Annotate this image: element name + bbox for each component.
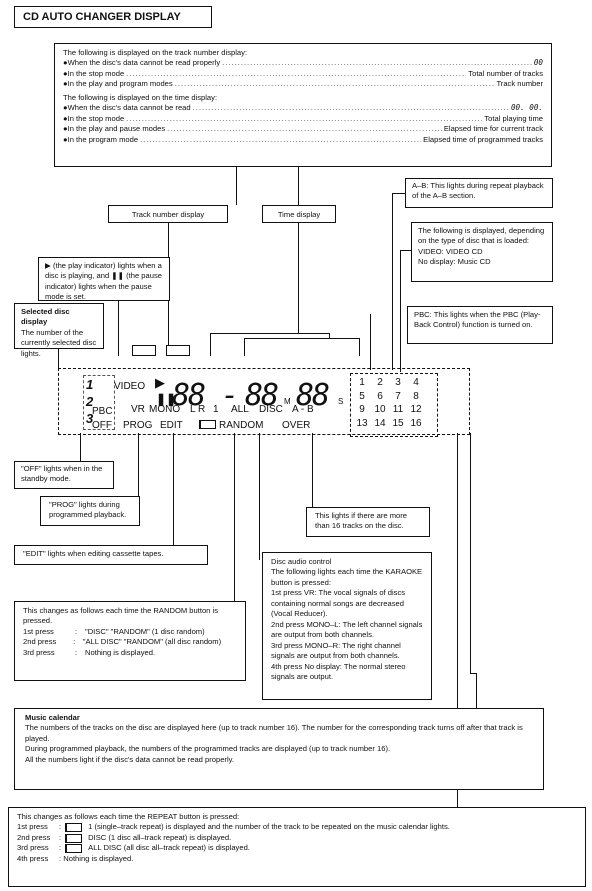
- off-info-box: "OFF" lights when in the standby mode.: [14, 461, 114, 489]
- bullet-icon: ●: [63, 103, 68, 113]
- time-display-intro: The following is displayed on the time d…: [63, 92, 218, 102]
- lcd-edit: EDIT: [160, 420, 183, 431]
- karaoke-box: Disc audio control The following lights …: [262, 552, 432, 700]
- disc-3-icon: 3: [86, 411, 94, 426]
- lcd-prog: PROG: [123, 420, 153, 431]
- lcd-vr: VR: [131, 404, 145, 415]
- lcd-min-digits: 88: [245, 378, 279, 413]
- time-row: ● In the program modeElapsed time of pro…: [63, 135, 543, 145]
- repeat-row: 4th press: Nothing is displayed.: [17, 853, 134, 863]
- lcd-video: VIDEO: [114, 381, 146, 392]
- track-display-intro: The following is displayed on the track …: [63, 48, 248, 57]
- connector-line: [138, 433, 139, 498]
- play-indicator-box: ▶ (the play indicator) lights when a dis…: [38, 257, 170, 301]
- lcd-1: 1: [213, 404, 219, 415]
- bullet-icon: ●: [63, 58, 68, 68]
- time-row: ● In the stop modeTotal playing time: [63, 114, 543, 124]
- connector-line: [118, 301, 119, 356]
- disc-1-icon: 1: [86, 377, 94, 392]
- bullet-icon: ●: [63, 113, 68, 123]
- lcd-all: ALL: [231, 404, 249, 415]
- connector-line: [173, 433, 174, 545]
- time-row: ● In the play and pause modesElapsed tim…: [63, 124, 543, 134]
- connector-line: [400, 250, 411, 251]
- random-box: This changes as follows each time the RA…: [14, 601, 246, 681]
- lcd-tab: [132, 345, 156, 356]
- track-number-display-label: Track number display: [108, 205, 228, 223]
- connector-line: [400, 250, 401, 372]
- connector-line: [470, 673, 476, 674]
- lcd-off: OFF: [92, 420, 112, 431]
- connector-line: [392, 193, 405, 194]
- play-icon: ▶: [155, 375, 165, 390]
- repeat-box: This changes as follows each time the RE…: [8, 807, 586, 887]
- connector-line: [80, 433, 81, 461]
- time-row: ● When the disc's data cannot be read00.…: [63, 103, 543, 113]
- bullet-icon: ●: [63, 68, 68, 78]
- lcd-min-unit: M: [284, 397, 291, 406]
- page-title: CD AUTO CHANGER DISPLAY: [14, 6, 212, 28]
- connector-line: [298, 167, 299, 205]
- repeat-row: 2nd press:DISC (1 disc all–track repeat)…: [17, 832, 232, 843]
- repeat-icon: [65, 823, 83, 833]
- lcd-disc: DISC: [259, 404, 283, 415]
- lcd-over: OVER: [282, 420, 311, 431]
- edit-info-box: "EDIT" lights when editing cassette tape…: [14, 545, 208, 565]
- connector-line: [58, 349, 59, 369]
- lcd-panel: [58, 368, 470, 435]
- ab-info-box: A–B: This lights during repeat playback …: [405, 178, 553, 208]
- connector-line: [312, 433, 313, 507]
- track-row: ● In the play and program modesTrack num…: [63, 79, 543, 89]
- repeat-row: 3rd press:ALL DISC (all disc all–track r…: [17, 843, 250, 854]
- bullet-icon: ●: [63, 134, 68, 144]
- lcd-lr: L R: [190, 404, 206, 415]
- disc-icons-area: [83, 375, 115, 430]
- disc-type-box: The following is displayed, depending on…: [411, 222, 553, 282]
- over-info-box: This lights if there are more than 16 tr…: [306, 507, 430, 537]
- disc-2-icon: 2: [86, 394, 94, 409]
- connector-line: [470, 433, 471, 673]
- lcd-mono: MONO: [149, 404, 181, 415]
- connector-line: [236, 167, 237, 205]
- lcd-random: RANDOM: [219, 420, 264, 431]
- lcd-sec-digits: 88: [296, 378, 330, 413]
- connector-line: [457, 433, 458, 807]
- track-row: ● When the disc's data cannot be read pr…: [63, 58, 543, 68]
- time-display-label: Time display: [262, 205, 336, 223]
- connector-line: [234, 433, 235, 601]
- bullet-icon: ●: [63, 124, 68, 134]
- lcd-dash: -: [221, 378, 240, 413]
- repeat-icon: [199, 420, 216, 429]
- lcd-track-digits: 88: [172, 378, 206, 413]
- track-row: ● In the stop modeTotal number of tracks: [63, 69, 543, 79]
- repeat-icon: [65, 844, 83, 854]
- lcd-tab: [244, 338, 360, 356]
- selected-disc-box: Selected disc display The number of the …: [14, 303, 104, 358]
- bullet-icon: ●: [63, 79, 68, 89]
- lcd-ab: A - B: [292, 404, 314, 415]
- lcd-pbc: PBC: [92, 406, 113, 417]
- connector-line: [392, 193, 393, 370]
- repeat-row: 1st press:1 (single–track repeat) is dis…: [17, 822, 450, 833]
- connector-line: [298, 223, 299, 333]
- repeat-icon: [65, 833, 83, 843]
- connector-line: [476, 673, 477, 708]
- display-info-box: The following is displayed on the track …: [54, 43, 552, 167]
- music-calendar-box: Music calendar The numbers of the tracks…: [14, 708, 544, 790]
- lcd-tab: [166, 345, 190, 356]
- pbc-info-box: PBC: This lights when the PBC (Play-Back…: [407, 306, 553, 344]
- lcd-sec-unit: S: [338, 397, 344, 406]
- prog-info-box: "PROG" lights during programmed playback…: [40, 496, 140, 526]
- connector-line: [259, 433, 260, 560]
- connector-line: [370, 314, 371, 370]
- pause-icon: ❚❚: [156, 392, 177, 406]
